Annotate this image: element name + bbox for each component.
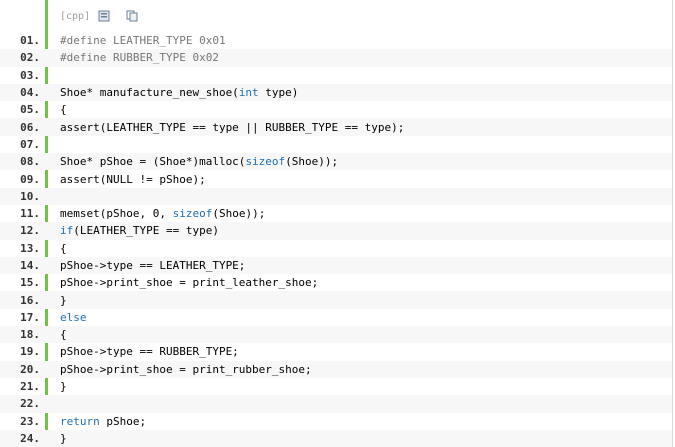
copy-icon[interactable] [126, 10, 138, 22]
code-text: { [60, 103, 67, 117]
code-text: { [60, 328, 67, 342]
code-text: assert(NULL != pShoe); [60, 172, 206, 186]
line-number: 20. [20, 362, 40, 376]
code-text: Shoe* pShoe = (Shoe*)malloc(sizeof(Shoe)… [60, 155, 339, 169]
line-number: 13. [20, 241, 40, 255]
line-number: 15. [20, 276, 40, 290]
line-number: 23. [20, 414, 40, 428]
code-text: } [60, 380, 67, 394]
code-text: pShoe->print_shoe = print_leather_shoe; [60, 276, 319, 290]
code-line: 12. if(LEATHER_TYPE == type) [0, 222, 672, 240]
code-text: #define RUBBER_TYPE 0x02 [60, 51, 219, 65]
code-text: pShoe->type == RUBBER_TYPE; [60, 345, 239, 359]
code-line: 14. pShoe->type == LEATHER_TYPE; [0, 256, 672, 275]
code-line: 13. { [0, 240, 672, 257]
code-line: 22. [0, 395, 672, 413]
line-number: 04. [20, 86, 40, 100]
code-text: Shoe* manufacture_new_shoe(int type) [60, 86, 299, 100]
code-line: 06. assert(LEATHER_TYPE == type || RUBBER… [0, 118, 672, 136]
line-number: 03. [20, 68, 40, 82]
code-text: { [60, 241, 67, 255]
line-number: 08. [20, 155, 40, 169]
line-number: 12. [20, 224, 40, 238]
code-line: 01. #define LEATHER_TYPE 0x01 [0, 32, 672, 49]
code-line: 24.} [0, 429, 672, 447]
code-line: 21.} [0, 378, 672, 395]
line-number: 21. [20, 380, 40, 394]
code-line: 19. pShoe->type == RUBBER_TYPE; [0, 343, 672, 360]
code-line: 15. pShoe->print_shoe = print_leather_sho… [0, 274, 672, 291]
line-number: 16. [20, 293, 40, 307]
code-line: 17. else [0, 309, 672, 326]
code-line: 23. return pShoe; [0, 413, 672, 430]
line-number: 05. [20, 103, 40, 117]
code-text: } [60, 431, 67, 445]
line-number: 17. [20, 310, 40, 324]
line-number: 11. [20, 207, 40, 221]
line-number: 10. [20, 189, 40, 203]
code-line: 07. [0, 136, 672, 153]
line-number: 07. [20, 137, 40, 151]
code-text: pShoe->type == LEATHER_TYPE; [60, 259, 246, 272]
code-text: if(LEATHER_TYPE == type) [60, 224, 219, 238]
line-number: 06. [20, 120, 40, 134]
code-line: 09. assert(NULL != pShoe); [0, 170, 672, 187]
code-text: pShoe->print_shoe = print_rubber_shoe; [60, 362, 312, 376]
code-line: 10. [0, 187, 672, 205]
code-text: #define LEATHER_TYPE 0x01 [60, 34, 226, 48]
line-number: 01. [20, 34, 40, 48]
language-label: [cpp] [60, 10, 91, 22]
code-line: 16.} [0, 291, 672, 309]
code-line: 08. Shoe* pShoe = (Shoe*)malloc(sizeof(Sh… [0, 153, 672, 171]
code-line: 11. memset(pShoe, 0, sizeof(Shoe)); [0, 205, 672, 222]
line-number: 18. [20, 328, 40, 342]
code-line: 04. Shoe* manufacture_new_shoe(int type) [0, 83, 672, 102]
code-text: else [60, 310, 87, 324]
code-line: 02. #define RUBBER_TYPE 0x02 [0, 49, 672, 67]
code-text: memset(pShoe, 0, sizeof(Shoe)); [60, 207, 266, 221]
line-number: 24. [20, 431, 40, 445]
line-number: 22. [20, 397, 40, 411]
line-number: 14. [20, 259, 40, 272]
code-line: 18. { [0, 326, 672, 344]
line-number: 19. [20, 345, 40, 359]
code-text: } [60, 293, 67, 307]
view-source-icon[interactable] [98, 10, 110, 22]
code-text: assert(LEATHER_TYPE == type || RUBBER_TY… [60, 120, 405, 134]
line-number: 09. [20, 172, 40, 186]
code-toolbar: [cpp] [48, 0, 672, 32]
code-line: 03. [0, 67, 672, 84]
code-line: 05. { [0, 101, 672, 118]
code-line: 20. pShoe->print_shoe = print_rubber_shoe… [0, 360, 672, 378]
code-lines: 01. #define LEATHER_TYPE 0x01 02. #define R… [0, 32, 672, 447]
code-text: return pShoe; [60, 414, 147, 428]
line-number: 02. [20, 51, 40, 65]
